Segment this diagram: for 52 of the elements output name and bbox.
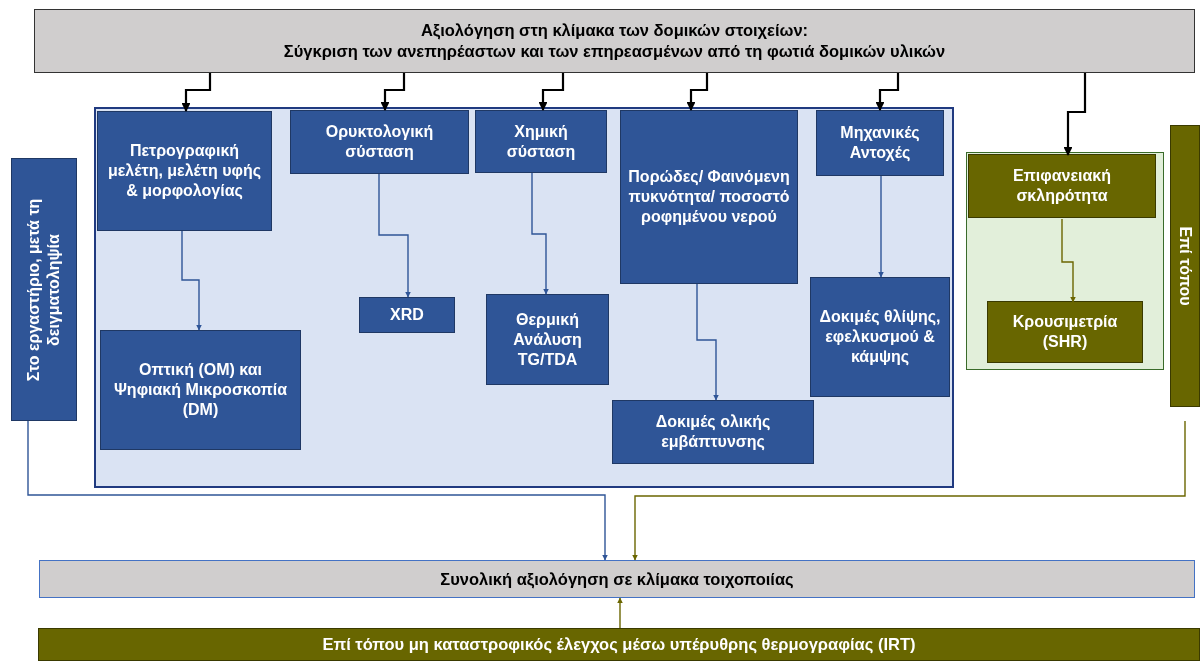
group-panel <box>966 152 1164 370</box>
box-label: Επιφανειακή σκληρότητα <box>1011 166 1113 206</box>
box-label: Θερμική Ανάλυση TG/TDA <box>512 309 583 370</box>
box-label: Συνολική αξιολόγηση σε κλίμακα τοιχοποιίας <box>440 568 794 590</box>
arrow <box>181 73 212 112</box>
box-label: XRD <box>390 305 424 325</box>
box-label: Κρουσιμετρία (SHR) <box>1011 312 1119 352</box>
process-box <box>620 110 798 284</box>
process-box <box>612 400 814 464</box>
box-label: Επί τόπου <box>1176 225 1195 308</box>
process-box <box>1170 125 1200 407</box>
arrow <box>875 73 900 111</box>
arrow <box>531 172 549 295</box>
box-label: Δοκιμές ολικής εμβάπτυνσης <box>654 412 772 452</box>
arrow <box>181 230 202 331</box>
arrow <box>632 420 1186 561</box>
arrow <box>1063 73 1087 156</box>
arrow <box>378 173 411 298</box>
box-label: Ορυκτολογική σύσταση <box>324 122 435 162</box>
process-box <box>810 277 950 397</box>
box-label: Μηχανικές Αντοχές <box>839 123 921 163</box>
process-box <box>359 297 455 333</box>
box-label: Δοκιμές θλίψης, εφελκυσμού & κάμψης <box>818 307 942 367</box>
heading-text: Σύγκριση των ανεπηρέαστων και των επηρεασμένων από τη φωτιά δομικών υλικών <box>283 41 946 62</box>
process-box <box>486 294 609 385</box>
arrow <box>617 597 623 629</box>
process-box <box>100 330 301 450</box>
box-label: Πετρογραφική μελέτη, μελέτη υφής & μορφολογίας <box>107 141 262 201</box>
box-label: Πορώδες/ Φαινόμενη πυκνότητα/ ποσοστό ροφημένου νερού <box>627 167 791 227</box>
arrow <box>686 73 709 111</box>
summary-box <box>39 560 1195 598</box>
process-box <box>475 110 607 173</box>
heading-text: Αξιολόγηση στη κλίμακα των δομικών στοιχείων: <box>420 20 809 41</box>
process-box <box>11 158 77 421</box>
process-box <box>987 301 1143 363</box>
group-panel <box>94 107 954 488</box>
arrow <box>696 283 719 401</box>
arrow <box>1061 218 1076 303</box>
process-box <box>38 628 1200 661</box>
heading-box <box>34 9 1195 73</box>
process-box <box>816 110 944 176</box>
arrow <box>27 420 608 561</box>
box-label: Στο εργαστήριο, μετά τη δειγματοληψία <box>24 197 63 383</box>
box-label: Οπτική (OM) και Ψηφιακή Μικροσκοπία (DM) <box>112 360 289 420</box>
box-label: Χημική σύσταση <box>505 121 577 162</box>
arrow <box>878 175 884 278</box>
process-box <box>97 111 272 231</box>
arrow <box>380 73 406 111</box>
box-label: Επί τόπου μη καταστροφικός έλεγχος μέσω υπέρυθρης θερμογραφίας (IRT) <box>322 634 916 655</box>
arrow <box>538 73 565 111</box>
process-box <box>290 110 469 174</box>
process-box <box>968 154 1156 218</box>
